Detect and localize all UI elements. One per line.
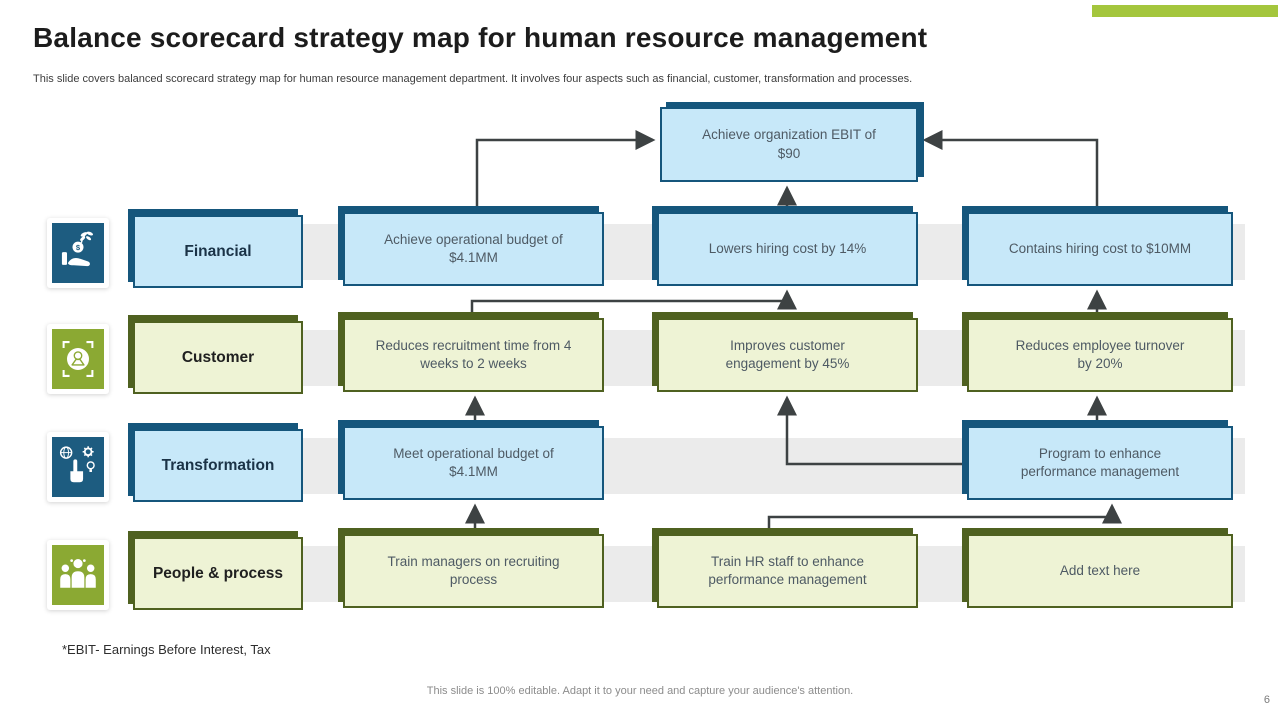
row-label-customer: Customer <box>133 321 303 394</box>
flow-box-label: Achieve organization EBIT of $90 <box>702 127 876 161</box>
ebit-footnote: *EBIT- Earnings Before Interest, Tax <box>62 642 271 657</box>
flow-box-label: Add text here <box>1059 562 1141 578</box>
editable-note: This slide is 100% editable. Adapt it to… <box>426 685 854 697</box>
row-label-financial: Financial <box>133 215 303 288</box>
icon-card-people-process <box>47 540 109 610</box>
svg-text:$: $ <box>76 243 81 252</box>
flow-box-reduces-recruitment-time: Reduces recruitment time from 4 weeks to… <box>343 318 604 392</box>
page-number: 6 <box>1263 694 1270 706</box>
flow-box-add-text-here: Add text here <box>967 534 1233 608</box>
flow-box-label: Program to enhance performance managemen… <box>1020 445 1180 479</box>
row-label-text: Transformation <box>161 456 275 474</box>
row-label-text: Customer <box>181 348 255 366</box>
flow-box-train-hr-staff: Train HR staff to enhance performance ma… <box>657 534 918 608</box>
icon-card-transformation <box>47 432 109 502</box>
money-growth-icon: $ <box>52 223 104 283</box>
customer-focus-icon <box>52 329 104 389</box>
flow-box-meet-operational-budget: Meet operational budget of $4.1MM <box>343 426 604 500</box>
row-label-text: People & process <box>152 564 284 582</box>
flow-box-train-managers: Train managers on recruiting process <box>343 534 604 608</box>
flow-box-label: Reduces employee turnover by 20% <box>1015 337 1185 371</box>
row-label-text: Financial <box>184 242 252 260</box>
flow-box-label: Lowers hiring cost by 14% <box>708 240 867 256</box>
accent-bar <box>1092 5 1278 17</box>
flow-box-label: Train HR staff to enhance performance ma… <box>708 553 867 587</box>
flow-box-label: Contains hiring cost to $10MM <box>1008 240 1192 256</box>
row-label-people-process: People & process <box>133 537 303 610</box>
page-subtitle: This slide covers balanced scorecard str… <box>33 73 913 85</box>
icon-card-financial: $ <box>47 218 109 288</box>
flow-box-achieve-operational-budget: Achieve operational budget of $4.1MM <box>343 212 604 286</box>
flow-box-label: Improves customer engagement by 45% <box>725 337 850 371</box>
flow-box-reduces-employee-turnover: Reduces employee turnover by 20% <box>967 318 1233 392</box>
flow-box-label: Train managers on recruiting process <box>387 553 560 587</box>
flow-box-lowers-hiring-cost: Lowers hiring cost by 14% <box>657 212 918 286</box>
people-group-icon <box>52 545 104 605</box>
page-title: Balance scorecard strategy map for human… <box>33 22 928 53</box>
icon-card-customer <box>47 324 109 394</box>
flow-box-program-performance-management: Program to enhance performance managemen… <box>967 426 1233 500</box>
flow-box-contains-hiring-cost: Contains hiring cost to $10MM <box>967 212 1233 286</box>
flow-box-improves-customer-engagement: Improves customer engagement by 45% <box>657 318 918 392</box>
flow-box-achieve-organization-ebit: Achieve organization EBIT of $90 <box>660 107 918 182</box>
flow-box-label: Reduces recruitment time from 4 weeks to… <box>375 337 572 371</box>
flow-box-label: Achieve operational budget of $4.1MM <box>384 231 563 265</box>
digital-transformation-icon <box>52 437 104 497</box>
row-label-transformation: Transformation <box>133 429 303 502</box>
flow-box-label: Meet operational budget of $4.1MM <box>393 445 554 479</box>
